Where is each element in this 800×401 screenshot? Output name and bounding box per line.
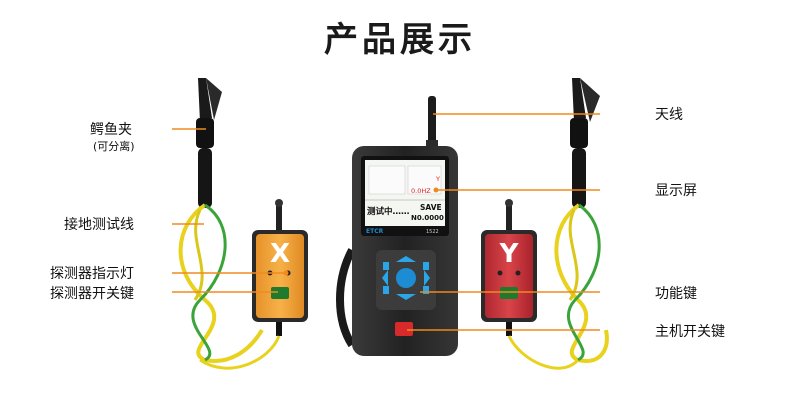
screen-status: 测试中…… xyxy=(367,206,410,217)
main-device xyxy=(336,96,458,356)
page-title: 产品展示 xyxy=(324,20,476,60)
right-ground-wire xyxy=(554,203,609,363)
function-keys[interactable] xyxy=(396,268,416,288)
label-detector-indicator: 探测器指示灯 xyxy=(50,266,134,282)
screen-save: SAVE xyxy=(420,203,442,212)
right-alligator-clip xyxy=(570,78,600,208)
screen-value: 0.0HZ xyxy=(411,187,431,195)
device-brand-logo: ETCR xyxy=(366,228,384,235)
label-display: 显示屏 xyxy=(655,183,697,199)
label-antenna: 天线 xyxy=(655,107,683,123)
label-clip-detachable: (可分离) xyxy=(93,140,135,153)
label-ground-test-wire: 接地测试线 xyxy=(64,217,134,233)
screen-axis: Y xyxy=(435,175,440,183)
y-detector xyxy=(481,199,537,336)
x-detector xyxy=(252,199,308,336)
left-ground-wire xyxy=(178,203,264,363)
x-detector-letter: X xyxy=(270,239,290,269)
label-function-keys: 功能键 xyxy=(655,286,697,302)
label-alligator-clip: 鳄鱼夹 xyxy=(90,122,132,138)
power-button[interactable] xyxy=(395,322,413,336)
y-detector-letter: Y xyxy=(499,239,520,269)
device-model: 1522 xyxy=(426,229,439,235)
label-detector-switch: 探测器开关键 xyxy=(50,286,134,302)
leader-lines xyxy=(172,113,600,331)
screen-number: N0.0000 xyxy=(411,214,444,222)
left-alligator-clip xyxy=(196,78,222,208)
label-power-key: 主机开关键 xyxy=(655,324,725,340)
leader-dots xyxy=(283,187,439,276)
